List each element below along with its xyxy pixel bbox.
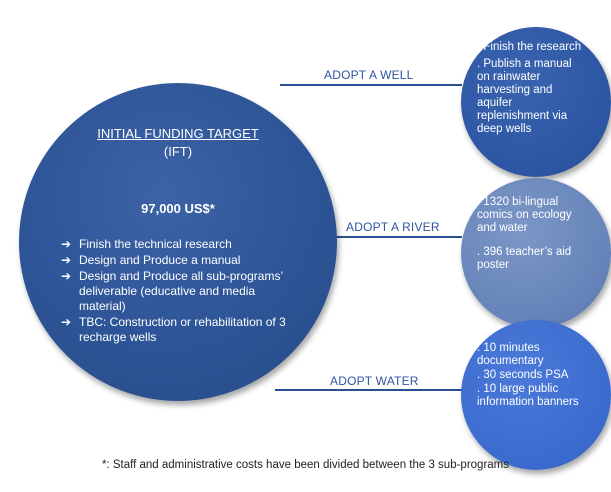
funding-bullet-text: Finish the technical research (79, 237, 232, 251)
funding-bullet-text: Design and Produce all sub-programs’ del… (79, 269, 283, 313)
funding-bullet: ➔ Design and Produce all sub-programs’ de… (61, 269, 301, 314)
adopt-a-well-items: . Finish the research . Publish a manual… (477, 41, 587, 140)
funding-bullet: ➔ Design and Produce a manual (61, 253, 301, 268)
funding-bullet-list: ➔ Finish the technical research ➔ Design a… (61, 237, 301, 346)
deliverable-item: . 396 teacher’s aid poster (477, 246, 572, 271)
label-adopt-a-river: ADOPT A RIVER (346, 220, 440, 234)
funding-subtitle: (IFT) (163, 144, 193, 159)
label-adopt-a-well: ADOPT A WELL (324, 68, 414, 82)
adopt-a-river-circle: . 1320 bi-lingual comics on ecology and … (461, 178, 611, 328)
footnote: *: Staff and administrative costs have b… (102, 459, 509, 471)
deliverable-item: . 10 minutes documentary (477, 342, 544, 367)
initial-funding-circle: INITIAL FUNDING TARGET (IFT) 97,000 US$*… (19, 83, 337, 401)
deliverable-item: . Publish a manual on rainwater harvesti… (477, 58, 572, 135)
funding-title-block: INITIAL FUNDING TARGET (IFT) (19, 125, 337, 161)
funding-bullet-text: Design and Produce a manual (79, 253, 241, 267)
deliverable-item: . 1320 bi-lingual comics on ecology and … (477, 196, 572, 234)
funding-amount: 97,000 US$* (141, 201, 215, 216)
adopt-a-well-circle: . Finish the research . Publish a manual… (461, 27, 611, 177)
funding-bullet: ➔ Finish the technical research (61, 237, 301, 252)
adopt-water-items: . 10 minutes documentary . 30 seconds PS… (477, 342, 587, 410)
funding-bullet: ➔ TBC: Construction or rehabilitation of … (61, 315, 301, 345)
arrow-right-icon: ➔ (61, 269, 72, 283)
deliverable-item: . Finish the research (477, 41, 582, 53)
adopt-a-river-items: . 1320 bi-lingual comics on ecology and … (477, 196, 587, 283)
arrow-right-icon: ➔ (61, 315, 72, 329)
label-adopt-water: ADOPT WATER (330, 374, 419, 388)
funding-bullet-text: TBC: Construction or rehabilitation of 3… (79, 315, 286, 344)
adopt-water-circle: . 10 minutes documentary . 30 seconds PS… (461, 320, 611, 470)
deliverable-item: . 30 seconds PSA (477, 369, 569, 381)
arrow-right-icon: ➔ (61, 237, 72, 251)
deliverable-item: . 10 large public information banners (477, 383, 579, 408)
funding-title: INITIAL FUNDING TARGET (97, 126, 259, 141)
arrow-right-icon: ➔ (61, 253, 72, 267)
